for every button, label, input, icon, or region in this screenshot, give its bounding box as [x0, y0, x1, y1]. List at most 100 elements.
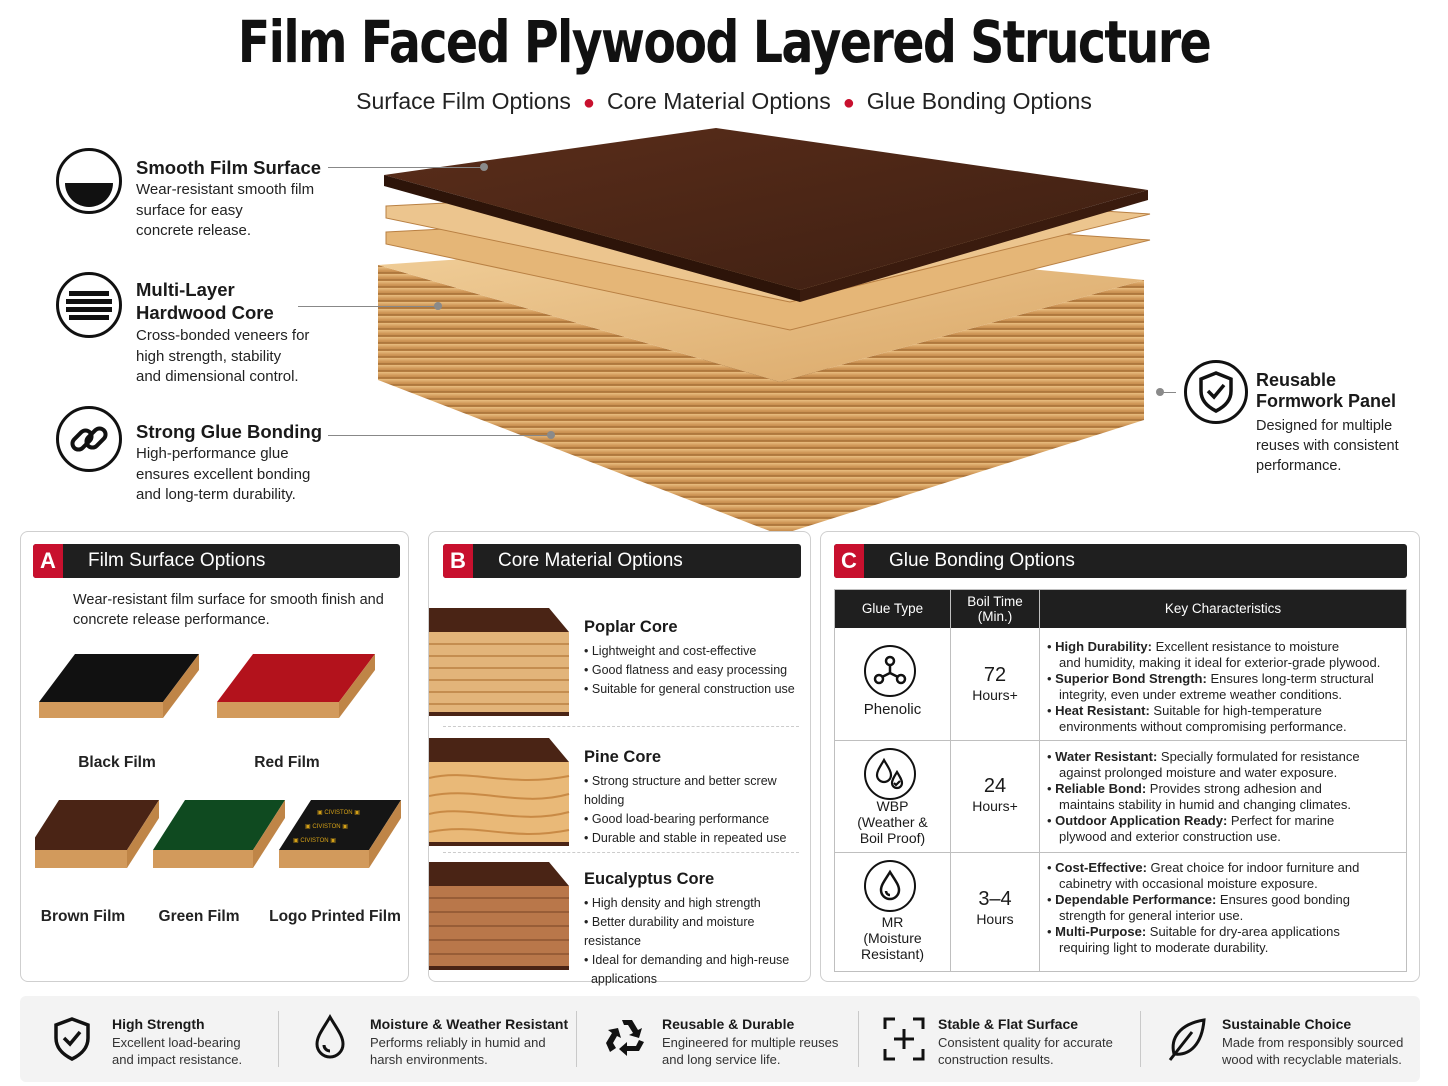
- glue-type: Phenolic: [863, 701, 922, 718]
- benefit-title: High Strength: [112, 1016, 205, 1032]
- characteristics-list: • Water Resistant: Specially formulated …: [1047, 749, 1360, 844]
- leader-dot: [480, 163, 488, 171]
- characteristics-list: • High Durability: Excellent resistance …: [1047, 639, 1381, 734]
- panel-title: Glue Bonding Options: [889, 550, 1075, 571]
- bullet-dot-icon: ●: [582, 92, 595, 114]
- bullet-dot-icon: ●: [842, 92, 855, 114]
- core-title: Eucalyptus Core: [584, 870, 715, 888]
- feature-smooth-film: Smooth Film Surface Wear-resistant smoot…: [56, 148, 356, 248]
- molecule-icon: [864, 645, 916, 697]
- core-side-face: [780, 280, 1144, 535]
- layers-icon: [56, 272, 122, 338]
- half-circle-icon: [56, 148, 122, 214]
- core-bullets: • High density and high strength• Better…: [584, 896, 790, 986]
- film-label: Logo Printed Film: [269, 908, 401, 925]
- film-label: Brown Film: [40, 908, 126, 925]
- leader-dot: [434, 302, 442, 310]
- svg-text:▣ CIVISTON ▣: ▣ CIVISTON ▣: [305, 824, 348, 830]
- feature-title: Strong Glue Bonding: [136, 421, 323, 442]
- benefit-title: Sustainable Choice: [1222, 1016, 1352, 1032]
- panel-letter: C: [834, 544, 864, 578]
- frame-plus-icon: [882, 1016, 926, 1062]
- film-swatches: ▣ CIVISTON ▣ ▣ CIVISTON ▣ ▣ CIVISTON ▣: [35, 654, 401, 868]
- panel-header: C Glue Bonding Options: [834, 544, 1407, 578]
- characteristics-list: • Cost-Effective: Great choice for indoo…: [1047, 860, 1360, 955]
- benefit-title: Stable & Flat Surface: [938, 1016, 1079, 1032]
- shield-check-icon: [52, 1016, 92, 1062]
- header-glue-type: Glue Type: [835, 601, 950, 616]
- core-title: Poplar Core: [584, 618, 678, 636]
- chain-link-icon: [56, 406, 122, 472]
- feature-glue-bonding: Strong Glue Bonding High-performance glu…: [56, 406, 356, 506]
- leader-dot: [547, 431, 555, 439]
- red-film-swatch: [217, 654, 375, 718]
- panel-glue-bonding: C Glue Bonding Options Glue Type Boil Tim…: [820, 531, 1420, 982]
- core-front-face: [378, 265, 780, 535]
- benefit-title: Reusable & Durable: [662, 1016, 795, 1032]
- film-label: Red Film: [254, 754, 320, 771]
- panel-letter: B: [443, 544, 473, 578]
- core-bullets: • Strong structure and better screw hold…: [584, 774, 787, 845]
- svg-text:▣ CIVISTON ▣: ▣ CIVISTON ▣: [317, 810, 360, 816]
- poplar-core-sample: [429, 608, 569, 716]
- shield-check-icon: [1184, 360, 1248, 424]
- glue-table: Glue Type Boil Time(Min.) Key Characteri…: [834, 589, 1407, 972]
- panel-header: B Core Material Options: [443, 544, 801, 578]
- panel-header: A Film Surface Options: [33, 544, 400, 578]
- core-title: Pine Core: [584, 748, 662, 766]
- panel-title: Film Surface Options: [88, 550, 266, 571]
- glue-type: WBP(Weather &Boil Proof): [857, 798, 928, 846]
- top-film-edge: [384, 175, 800, 302]
- black-film-swatch: [39, 654, 199, 718]
- green-film-swatch: [153, 800, 285, 868]
- page-subtitle: Surface Film Options ● Core Material Optio…: [0, 88, 1448, 115]
- panel-letter: A: [33, 544, 63, 578]
- subtitle-item: Surface Film Options: [356, 88, 571, 114]
- panel-title: Core Material Options: [498, 550, 683, 571]
- water-drops-icon: [864, 748, 916, 800]
- plywood-layers-illustration: [378, 128, 1151, 535]
- logo-printed-film-swatch: ▣ CIVISTON ▣ ▣ CIVISTON ▣ ▣ CIVISTON ▣: [279, 800, 401, 868]
- pine-core-sample: [429, 738, 570, 846]
- header-characteristics: Key Characteristics: [1040, 601, 1406, 616]
- recycle-icon: [604, 1016, 650, 1062]
- leader-line: [298, 306, 438, 307]
- film-label: Green Film: [158, 908, 240, 925]
- top-film-side: [800, 190, 1148, 302]
- water-drop-icon: [312, 1014, 348, 1062]
- leader-dot: [1156, 388, 1164, 396]
- divider: [443, 852, 799, 853]
- divider: [443, 726, 799, 727]
- feature-title: Smooth Film Surface: [136, 157, 322, 178]
- leader-line: [1160, 392, 1176, 393]
- leaf-icon: [1166, 1016, 1208, 1062]
- leader-line: [328, 167, 484, 168]
- leader-line: [328, 435, 550, 436]
- top-film-surface: [384, 128, 1148, 290]
- subtitle-item: Core Material Options: [607, 88, 831, 114]
- eucalyptus-core-sample: [429, 862, 569, 970]
- benefit-title: Moisture & Weather Resistant: [370, 1016, 569, 1032]
- subtitle-item: Glue Bonding Options: [866, 88, 1092, 114]
- page-title: Film Faced Plywood Layered Structure: [237, 8, 1212, 76]
- panel-film-surface: A Film Surface Options Wear-resistant fil…: [20, 531, 409, 982]
- header-boil-time: Boil Time(Min.): [951, 594, 1039, 624]
- panel-desc: Wear-resistant film surface for smooth f…: [73, 592, 384, 628]
- brown-film-swatch: [35, 800, 159, 868]
